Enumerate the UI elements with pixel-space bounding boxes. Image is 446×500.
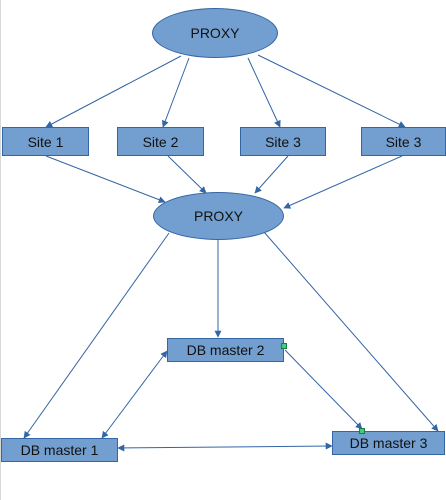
proxy-mid-node[interactable]: PROXY — [153, 192, 284, 240]
proxy-top-label: PROXY — [190, 25, 240, 41]
site-3a-node[interactable]: Site 3 — [240, 127, 326, 156]
connector-proxy-top-to-site-3a[interactable] — [247, 57, 281, 128]
proxy-mid-label: PROXY — [193, 208, 243, 224]
db-master-2-label: DB master 2 — [186, 342, 265, 358]
site-2-label: Site 2 — [142, 133, 179, 150]
site-2-node[interactable]: Site 2 — [117, 127, 204, 156]
site-3b-label: Site 3 — [385, 133, 422, 150]
connector-site-2-to-proxy-mid[interactable] — [167, 155, 207, 194]
site-3b-node[interactable]: Site 3 — [361, 127, 446, 156]
connector-start-handle[interactable] — [281, 343, 287, 349]
connector-site-1-to-proxy-mid[interactable] — [45, 155, 166, 203]
canvas-left-border — [0, 0, 1, 500]
connector-db-master-1-to-db-master-2[interactable] — [101, 350, 168, 439]
connector-site-3b-to-proxy-mid[interactable] — [283, 155, 403, 209]
site-1-node[interactable]: Site 1 — [2, 127, 89, 156]
connector-proxy-mid-to-db-master-1[interactable] — [23, 232, 170, 439]
db-master-2-node[interactable]: DB master 2 — [167, 338, 284, 362]
site-1-label: Site 1 — [27, 133, 64, 150]
connector-site-3a-to-proxy-mid[interactable] — [254, 155, 289, 194]
connector-proxy-top-to-site-2[interactable] — [161, 57, 190, 128]
db-master-3-node[interactable]: DB master 3 — [332, 431, 445, 455]
db-master-1-node[interactable]: DB master 1 — [1, 438, 118, 462]
connector-end-handle[interactable] — [359, 428, 365, 434]
connector-proxy-mid-to-db-master-3[interactable] — [263, 231, 439, 432]
db-master-1-label: DB master 1 — [20, 442, 99, 458]
site-3a-label: Site 3 — [265, 133, 301, 150]
db-master-3-label: DB master 3 — [349, 435, 428, 451]
connector-proxy-top-to-site-3b[interactable] — [257, 54, 406, 128]
proxy-top-node[interactable]: PROXY — [152, 8, 278, 58]
connector-db-master-1-to-db-master-3[interactable] — [117, 442, 333, 452]
connector-proxy-top-to-site-1[interactable] — [45, 55, 182, 128]
connector-db-master-2-to-db-master-3[interactable] — [284, 349, 363, 430]
